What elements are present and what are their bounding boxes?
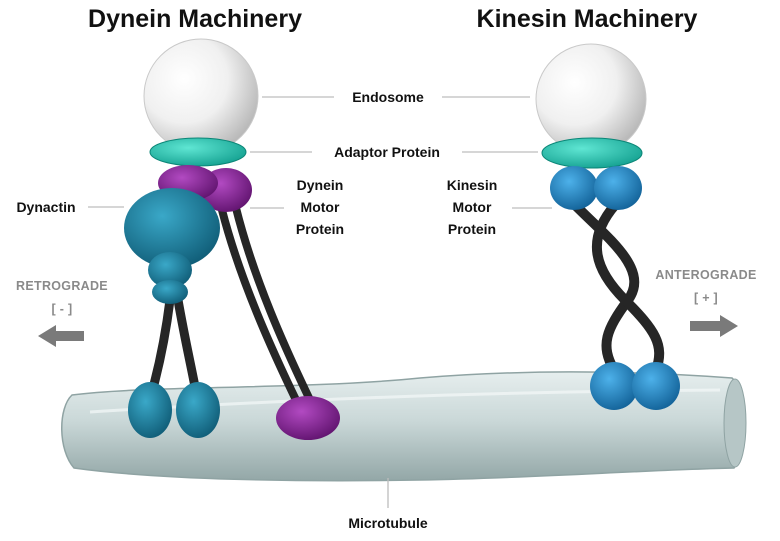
anterograde-arrow-icon [690, 315, 738, 337]
endosome-label: Endosome [352, 89, 424, 105]
dynein-motor-foot [276, 396, 340, 440]
adaptor-protein-label: Adaptor Protein [334, 144, 440, 160]
kinesin-stalk [570, 200, 665, 375]
microtubule-label: Microtubule [348, 515, 428, 531]
dynein-adaptor-protein [149, 137, 247, 167]
retrograde-label: RETROGRADE [16, 279, 108, 293]
retrograde-sign: [ - ] [52, 302, 73, 316]
kinesin-motor-label-line3: Protein [448, 221, 496, 237]
kinesin-adaptor-protein [541, 137, 643, 169]
dynein-motor-label-line1: Dynein [297, 177, 344, 193]
anterograde-label: ANTEROGRADE [655, 268, 756, 282]
dynactin-complex [124, 188, 220, 304]
dynein-motor-label-line3: Protein [296, 221, 344, 237]
dynein-endosome [143, 38, 259, 154]
anterograde-sign: [ + ] [694, 291, 718, 305]
leader-lines [88, 96, 552, 508]
retrograde-arrow-icon [38, 325, 84, 347]
kinesin-motor-label-line2: Motor [453, 199, 492, 215]
dynactin-label: Dynactin [16, 199, 75, 215]
kinesin-motor-head [550, 166, 642, 210]
dynein-motor-label-line2: Motor [301, 199, 340, 215]
dynein-machinery-title: Dynein Machinery [88, 5, 302, 33]
kinesin-machinery-title: Kinesin Machinery [477, 5, 698, 33]
dynactin-feet [128, 382, 220, 438]
kinesin-motor-label-line1: Kinesin [447, 177, 498, 193]
kinesin-feet [590, 362, 680, 410]
kinesin-endosome [535, 43, 647, 155]
